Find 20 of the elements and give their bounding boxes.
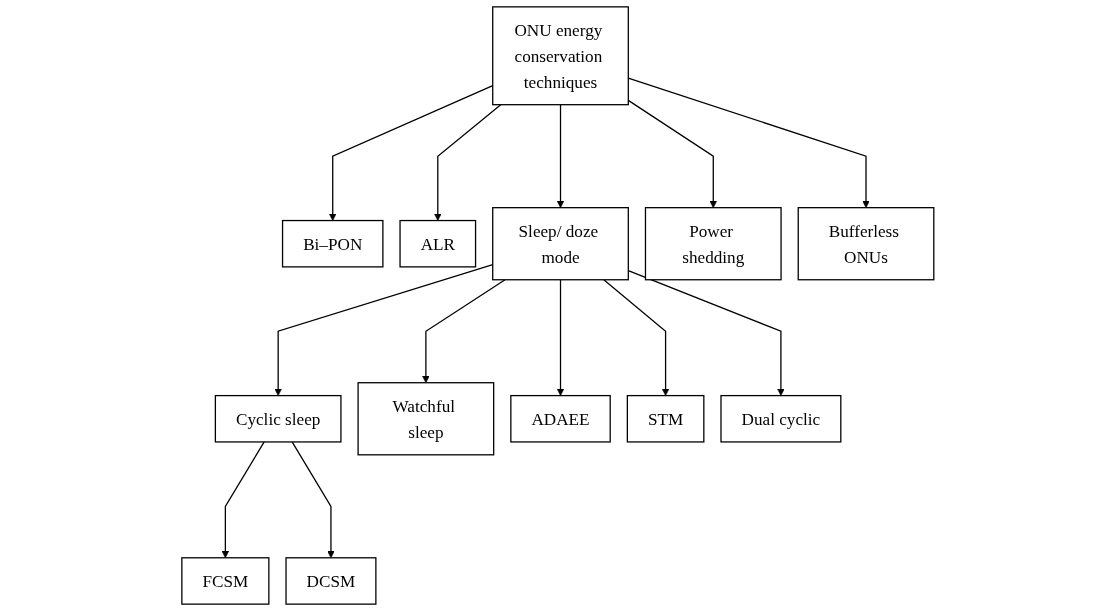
arrow (556, 104, 565, 208)
node-box: ONU energy conservation techniques (492, 6, 630, 106)
node-box: Bi–PON (282, 219, 384, 268)
arrow (556, 279, 565, 396)
node-box: DCSM (285, 557, 377, 605)
node-box: Cyclic sleep (214, 394, 342, 443)
node-box: Power shedding (645, 207, 782, 281)
node-box: Dual cyclic (720, 394, 842, 443)
arrow (291, 441, 335, 559)
arrow (221, 441, 265, 559)
node-box: STM (626, 394, 705, 443)
node-box: ALR (399, 219, 477, 268)
arrow (434, 104, 502, 221)
arrow (422, 279, 506, 384)
node-box: Watchful sleep (357, 382, 495, 456)
node-box: Bufferless ONUs (797, 207, 935, 281)
node-box: ADAEE (510, 394, 611, 443)
arrow (603, 279, 670, 396)
node-box: Sleep/ doze mode (492, 207, 630, 281)
node-box: FCSM (181, 557, 270, 605)
